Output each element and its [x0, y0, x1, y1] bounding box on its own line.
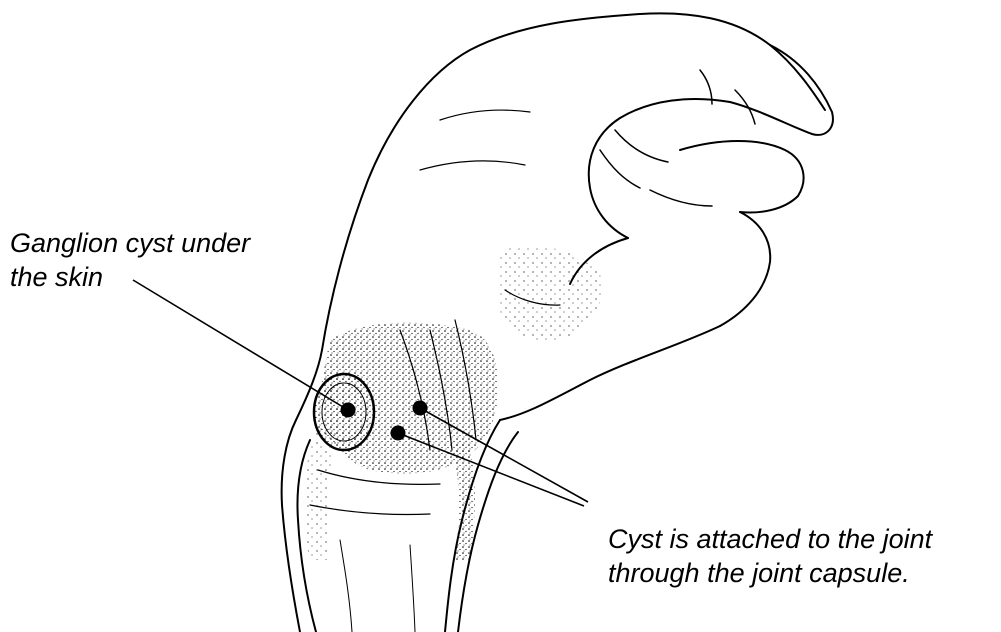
ganglion-label-line1: Ganglion cyst under: [10, 226, 250, 260]
ganglion-cyst-label: Ganglion cyst under the skin: [10, 226, 250, 294]
joint-marker-dot-lower: [391, 426, 406, 441]
capsule-label-line1: Cyst is attached to the joint: [608, 522, 932, 556]
joint-marker-dot-upper: [413, 401, 428, 416]
joint-capsule-label: Cyst is attached to the joint through th…: [608, 522, 932, 590]
cyst-marker-dot: [341, 403, 356, 418]
ganglion-label-line2: the skin: [10, 260, 250, 294]
capsule-label-line2: through the joint capsule.: [608, 556, 932, 590]
